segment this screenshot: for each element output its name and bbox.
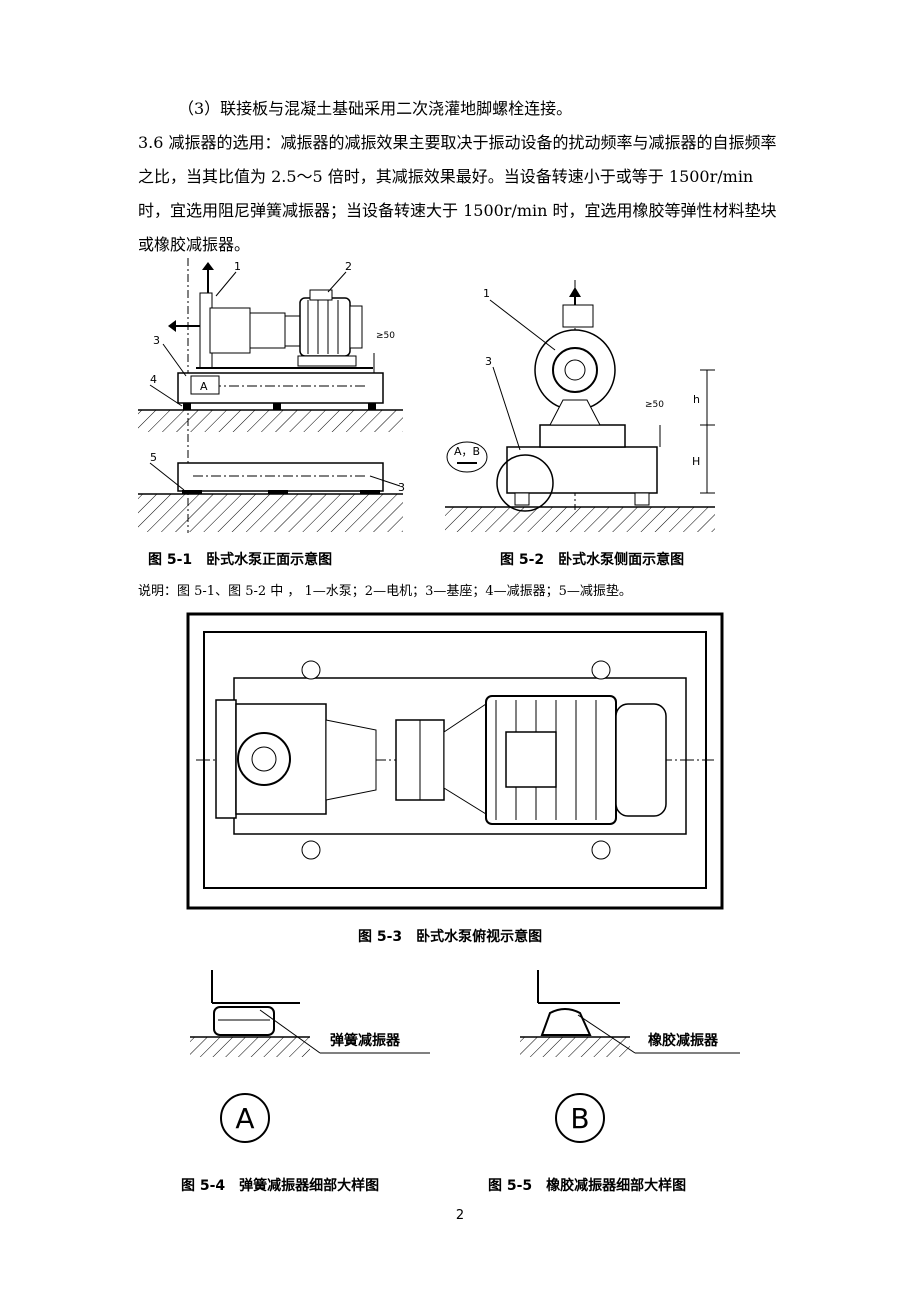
fig1-label-3: 3	[153, 334, 160, 347]
fig1-label-3b: 3	[398, 481, 405, 494]
fig1-label-a: A	[200, 380, 208, 393]
fig2-label-3: 3	[485, 355, 492, 368]
figure-note: 说明：图 5-1、图 5-2 中 ， 1—水泵；2—电机；3—基座；4—减振器；…	[138, 584, 632, 599]
detail-a-letter: A	[235, 1102, 254, 1135]
fig2-dim-ge50: ≥50	[645, 400, 664, 410]
rubber-damper-label: 橡胶减振器	[648, 1032, 719, 1049]
figure-5-4-caption: 图 5-4 弹簧减振器细部大样图	[181, 1178, 380, 1194]
figure-5-2-drawing: A，B 1 3 ≥50 h H	[445, 280, 715, 532]
spring-damper-label: 弹簧减振器	[330, 1032, 401, 1049]
paragraph-section-3-6: 3.6 减振器的选用：减振器的减振效果主要取决于振动设备的扰动频率与减振器的自振…	[138, 133, 777, 254]
fig2-dim-H: H	[692, 455, 700, 468]
fig1-label-2: 2	[345, 260, 352, 273]
figure-5-5-drawing: 橡胶减振器 B	[520, 970, 740, 1143]
fig2-label-ab: A，B	[454, 445, 480, 458]
figure-5-1-drawing: 1 2 3 4 A ≥50 5 3	[138, 258, 405, 533]
figure-5-5-caption: 图 5-5 橡胶减振器细部大样图	[488, 1178, 687, 1194]
fig1-dim-ge50: ≥50	[376, 331, 395, 341]
fig2-dim-h: h	[693, 393, 700, 406]
figure-5-3-drawing	[186, 612, 724, 910]
page-number: 2	[455, 1208, 465, 1223]
fig1-label-1: 1	[234, 260, 241, 273]
figure-5-3-caption: 图 5-3 卧式水泵俯视示意图	[358, 929, 543, 945]
fig1-label-5: 5	[150, 451, 157, 464]
figure-5-1-caption: 图 5-1 卧式水泵正面示意图	[148, 552, 333, 568]
fig1-label-4: 4	[150, 373, 157, 386]
figure-5-2-caption: 图 5-2 卧式水泵侧面示意图	[500, 552, 685, 568]
fig2-label-1: 1	[483, 287, 490, 300]
detail-b-letter: B	[570, 1102, 589, 1135]
figure-5-4-drawing: 弹簧减振器 A	[190, 970, 430, 1143]
paragraph-item-3: （3）联接板与混凝土基础采用二次浇灌地脚螺栓连接。	[178, 99, 573, 118]
